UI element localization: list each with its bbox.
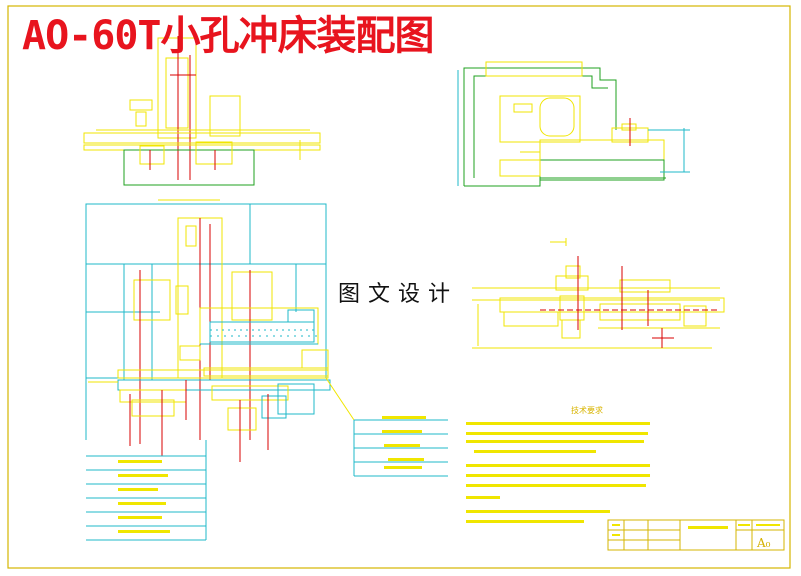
technical-requirements-title: 技术要求 (571, 406, 603, 415)
title-block-text (612, 524, 780, 536)
sheet-size-mark: A₀ (757, 536, 771, 550)
title-block (607, 519, 785, 551)
parts-list-left-text (118, 460, 170, 533)
parts-list-left (86, 440, 207, 541)
sheet-frame (7, 5, 791, 569)
parts-list-right-text (382, 416, 426, 469)
main-front-view (85, 203, 355, 462)
top-left-view (83, 36, 321, 186)
parts-list-right (353, 419, 448, 477)
top-right-view (457, 61, 690, 187)
technical-requirements-lines (466, 422, 650, 523)
watermark-text: 图文设计 (334, 274, 463, 310)
left-dimension-marks (85, 199, 220, 440)
side-view (472, 238, 725, 349)
drawing-title: AO-60T小孔冲床装配图 (22, 13, 434, 59)
